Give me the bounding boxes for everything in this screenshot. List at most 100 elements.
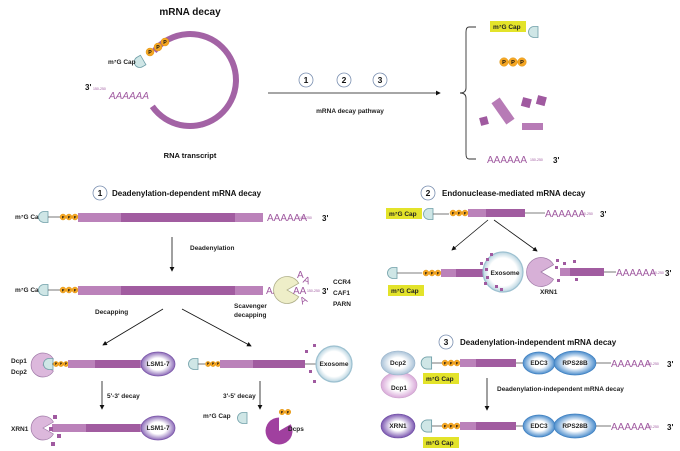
section-2-title: Endonuclease-mediated mRNA decay: [442, 189, 586, 198]
xrn1-label: XRN1: [389, 423, 407, 430]
nucleotide-fragment: [313, 344, 316, 347]
phosphate-label: P: [450, 423, 453, 428]
deadenylase-parn: PARN: [333, 301, 351, 308]
coding-region: [486, 209, 525, 217]
decapping-label: Decapping: [95, 309, 128, 316]
phosphate-label: P: [456, 360, 459, 365]
decay-arrow-label: Deadenylation-independent mRNA decay: [497, 386, 624, 393]
phosphate-label: P: [452, 210, 455, 215]
cap-label: m⁷G Cap: [389, 211, 417, 218]
product-cap-label: m⁷G Cap: [493, 24, 521, 31]
scavenger-label: Scavenger: [234, 303, 267, 310]
cap-icon: [38, 211, 49, 223]
coding-region: [95, 360, 140, 368]
deadenylation-label: Deadenylation: [190, 245, 234, 252]
nucleotide-fragment: [53, 415, 57, 419]
poly-a-tail: AAAAAA: [108, 91, 149, 102]
poly-a-tail: AAAAAA: [611, 359, 651, 370]
cap-label: m⁷G Cap: [426, 440, 454, 447]
edc3-label: EDC3: [530, 360, 548, 367]
decapping-arrow-left: [102, 308, 164, 346]
section-3-number: 3: [438, 334, 454, 350]
fragment: [520, 97, 532, 109]
svg-text:3: 3: [378, 75, 383, 85]
phosphate-label: P: [148, 50, 152, 56]
poly-a-tail: AAAAAA: [545, 209, 585, 220]
decay-35-label: 3'-5' decay: [223, 393, 256, 400]
phosphate-icon: [508, 57, 518, 67]
cap-label-box: [423, 373, 459, 384]
coding-region: [121, 286, 235, 295]
dcp1-label: Dcp1: [391, 385, 407, 392]
cap-icon: [420, 419, 433, 433]
phosphate-label: P: [212, 362, 215, 366]
cap-icon: [423, 208, 434, 220]
poly-a-tail: AAAAAA: [611, 422, 651, 433]
transcript-label: RNA transcript: [164, 151, 217, 160]
overview-title: mRNA decay: [159, 7, 221, 18]
poly-a-remaining: AA: [293, 286, 307, 297]
released-cap-label: m⁷G Cap: [203, 413, 231, 420]
nucleotide-fragment: [305, 350, 308, 353]
phosphate-label: P: [65, 362, 68, 366]
poly-a-length: 150-250: [651, 271, 664, 275]
svg-text:2: 2: [426, 188, 431, 198]
cap-label-box: [423, 437, 459, 448]
cap-label-box: [386, 208, 422, 219]
dcp1-label: Dcp1: [11, 358, 27, 365]
nucleotide-fragments: [555, 259, 578, 282]
poly-a-remaining: AA: [266, 286, 280, 297]
exosome: [315, 345, 353, 383]
cap-label: m⁷G Cap: [426, 376, 454, 383]
nucleotide-fragment: [313, 380, 316, 383]
scavenger-label: decapping: [234, 312, 267, 319]
fragment: [479, 116, 489, 126]
svg-text:1: 1: [304, 75, 309, 85]
lsm1-7-complex: [140, 415, 176, 441]
cap-icon: [43, 358, 54, 370]
poly-a-length: 150-250: [646, 362, 659, 366]
decapping-arrow-right: [181, 308, 252, 347]
coding-region: [570, 268, 604, 276]
fragment: [522, 123, 543, 130]
phosphate-label: P: [62, 214, 65, 219]
section-1-title: Deadenylation-dependent mRNA decay: [112, 189, 262, 198]
dcp2: [380, 350, 416, 376]
coding-region: [476, 422, 516, 430]
pathway-number-2: 2: [336, 72, 352, 88]
three-prime-label: 3': [322, 287, 328, 296]
released-adenosine: A: [301, 275, 311, 288]
phosphate-label: P: [74, 287, 77, 292]
xrn1: [380, 413, 416, 439]
deadenylase-caf1: CAF1: [333, 290, 350, 297]
section-1-number: 1: [92, 185, 108, 201]
lsm1-7-label: LSM1-7: [146, 425, 170, 432]
poly-a-length: 150-250: [93, 87, 106, 91]
overview: mRNA decay PPP m⁷G Cap 3' 150-250 AAAAAA…: [85, 7, 559, 166]
phosphate-label: P: [207, 362, 210, 366]
phosphate-icon: [153, 42, 163, 52]
three-prime-label: 3': [85, 83, 91, 92]
phosphate-label: P: [450, 360, 453, 365]
phosphate-icon: [160, 37, 170, 47]
circular-transcript: [149, 31, 239, 130]
poly-a-length: 150-250: [580, 212, 593, 216]
coding-region: [121, 213, 235, 222]
fragment: [535, 95, 547, 107]
exosome-label: Exosome: [491, 270, 520, 277]
phosphate-label: P: [217, 362, 220, 366]
poly-a-length: 150-250: [307, 289, 320, 293]
nucleotide-fragment: [309, 370, 312, 373]
cap-icon: [387, 267, 398, 279]
phosphate-icon: [145, 47, 155, 57]
deadenylase-ccr4: CCR4: [333, 279, 351, 286]
three-prime-label: 3': [665, 269, 671, 278]
phosphate-icon: [279, 409, 286, 416]
phosphate-label: P: [444, 360, 447, 365]
